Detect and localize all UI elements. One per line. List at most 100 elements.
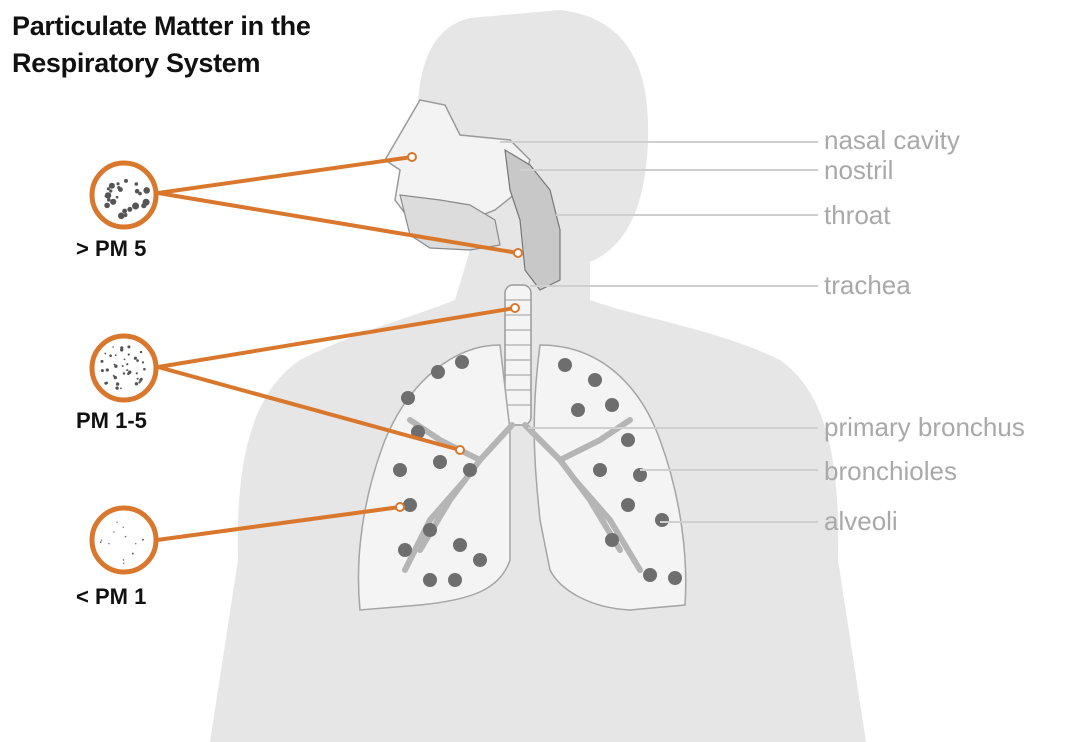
particle-circle-pm5 (92, 163, 156, 227)
particle-label-pm1: < PM 1 (76, 584, 146, 610)
title-line-1: Particulate Matter in the (12, 8, 311, 45)
particle-dot (106, 368, 109, 371)
particle-dot (110, 199, 116, 205)
particle-dot (136, 359, 139, 362)
particle-dot (107, 187, 110, 190)
alveolus (588, 373, 602, 387)
alveolus (621, 498, 635, 512)
alveolus (593, 463, 607, 477)
particle-dot (123, 527, 124, 528)
alveolus (643, 568, 657, 582)
alveolus (605, 398, 619, 412)
particle-dot (116, 522, 117, 523)
particle-dot (143, 368, 146, 371)
organ-label-alveoli: alveoli (824, 506, 898, 536)
particle-dot (101, 360, 104, 363)
particle-dot (118, 213, 125, 220)
particle-dot (116, 182, 119, 185)
particle-dot (114, 364, 116, 366)
particle-dot (136, 383, 138, 385)
particle-dot (109, 183, 115, 189)
particle-dot (135, 189, 140, 194)
organ-label-trachea: trachea (824, 270, 911, 300)
particle-circle-pm1-5 (92, 336, 156, 400)
particle-dot (140, 378, 143, 381)
particle-dot (124, 214, 127, 217)
title-line-2: Respiratory System (12, 45, 311, 82)
particle-dot (124, 179, 128, 183)
particle-dot (107, 198, 111, 202)
alveolus (473, 553, 487, 567)
particle-dot (117, 186, 120, 189)
particle-dot (136, 372, 138, 374)
particle-dot (115, 386, 118, 389)
particle-dot (128, 371, 131, 374)
particle-dot (112, 346, 114, 348)
particle-dot (100, 541, 102, 543)
particle-dot (109, 354, 112, 357)
particle-dot (140, 351, 142, 353)
alveolus (668, 571, 682, 585)
alveolus (401, 391, 415, 405)
alveolus (431, 365, 445, 379)
particle-dot (127, 345, 130, 348)
alveolus (571, 403, 585, 417)
particle-dot (114, 376, 117, 379)
diagram-title: Particulate Matter in the Respiratory Sy… (12, 8, 311, 82)
particle-dot (132, 553, 134, 555)
alveolus (453, 538, 467, 552)
particle-dot (142, 361, 144, 363)
organ-label-throat: throat (824, 200, 891, 230)
alveolus (423, 523, 437, 537)
particle-dot (122, 209, 127, 214)
organ-label-bronchioles: bronchioles (824, 456, 957, 486)
particle-dot (137, 378, 139, 380)
particle-dot (126, 363, 128, 365)
alveolus (558, 358, 572, 372)
particle-dot (142, 539, 144, 541)
particle-label-pm1-5: PM 1-5 (76, 408, 147, 434)
alveolus (403, 498, 417, 512)
particle-dot (126, 369, 128, 371)
alveolus (455, 355, 469, 369)
particle-dot (138, 381, 140, 383)
particle-dot (123, 563, 124, 564)
particle-dot (128, 353, 130, 355)
particle-dot (125, 536, 127, 538)
alveolus (621, 433, 635, 447)
particle-dot (104, 382, 107, 385)
alveolus (605, 533, 619, 547)
organ-label-primary-bronchus: primary bronchus (824, 412, 1025, 442)
particle-dot (115, 354, 117, 356)
particle-dot (123, 372, 125, 374)
particle-dot (124, 359, 126, 361)
organ-label-nasal-cavity: nasal cavity (824, 125, 960, 155)
particle-dot (101, 540, 102, 541)
particle-dot (116, 196, 119, 199)
particle-dot (116, 382, 119, 385)
particle-dot (120, 346, 123, 349)
organ-label-nostril: nostril (824, 155, 893, 185)
alveolus (393, 463, 407, 477)
alveolus (655, 513, 669, 527)
pointer-pm5-nose (158, 157, 412, 193)
particle-dot (104, 203, 110, 209)
alveolus (463, 463, 477, 477)
particle-dot (109, 189, 112, 192)
particle-dot (143, 204, 147, 208)
particle-dot (134, 357, 137, 360)
particle-dot (135, 543, 136, 544)
particle-dot (135, 182, 139, 186)
alveolus (398, 543, 412, 557)
particle-dot (104, 353, 106, 355)
particle-dot (113, 531, 114, 532)
particle-dot (105, 192, 111, 198)
particle-dot (122, 365, 124, 367)
particle-dot (101, 369, 104, 372)
alveolus (448, 573, 462, 587)
particle-dot (108, 543, 109, 544)
particle-dot (127, 207, 132, 212)
particle-circle-pm1 (92, 508, 156, 572)
